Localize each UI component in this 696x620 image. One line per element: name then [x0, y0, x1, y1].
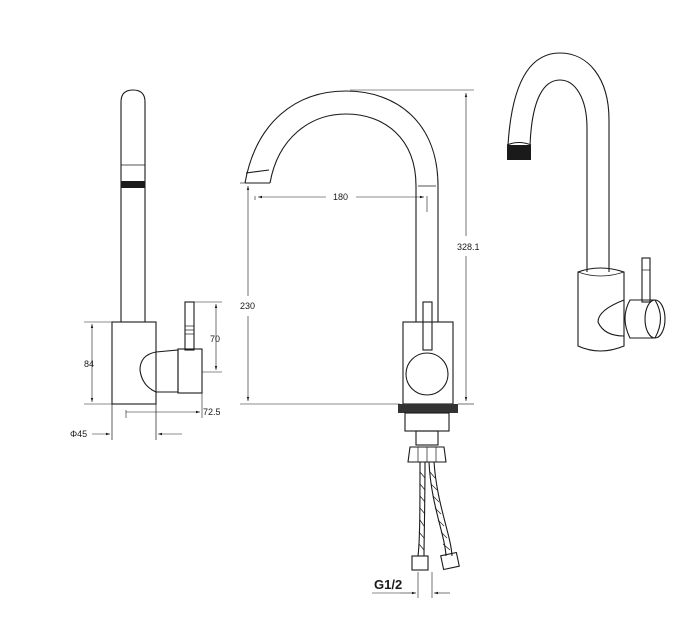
hose-right [428, 461, 447, 557]
persp-spout-outer [507, 52, 610, 272]
hose-left [417, 461, 421, 557]
dim-70-label: 70 [210, 334, 220, 344]
dim-72-5-label: 72.5 [203, 407, 221, 417]
side-body [111, 321, 157, 405]
dim-g1-2-label: G1/2 [374, 577, 402, 592]
front-base-thread [398, 404, 458, 413]
dim-328-1-label: 328.1 [457, 242, 480, 252]
side-view: 84 70 72.5 Φ45 [70, 89, 222, 440]
front-spout-inner [269, 113, 417, 322]
perspective-view [506, 52, 666, 352]
persp-body [577, 267, 625, 352]
dim-180-label: 180 [333, 192, 348, 202]
hose-fitting-right [440, 551, 460, 571]
front-nut [407, 446, 447, 463]
persp-lever-cylinder [624, 299, 662, 339]
side-lever-cam [139, 351, 157, 393]
front-lever-knob [405, 352, 449, 396]
front-spout-outer [244, 90, 439, 322]
front-lever-stem [422, 301, 433, 351]
dim-84-label: 84 [84, 359, 94, 369]
side-aerator-ring [121, 181, 145, 188]
hose-fitting-left [411, 555, 429, 571]
side-lever-cylinder [177, 348, 203, 394]
front-view: 180 328.1 230 G1/2 [240, 89, 480, 598]
side-spout-tube [120, 89, 146, 322]
persp-aerator [507, 145, 531, 160]
persp-lever-stem [641, 257, 651, 303]
dim-230-label: 230 [240, 301, 255, 311]
dim-phi45-label: Φ45 [70, 429, 87, 439]
